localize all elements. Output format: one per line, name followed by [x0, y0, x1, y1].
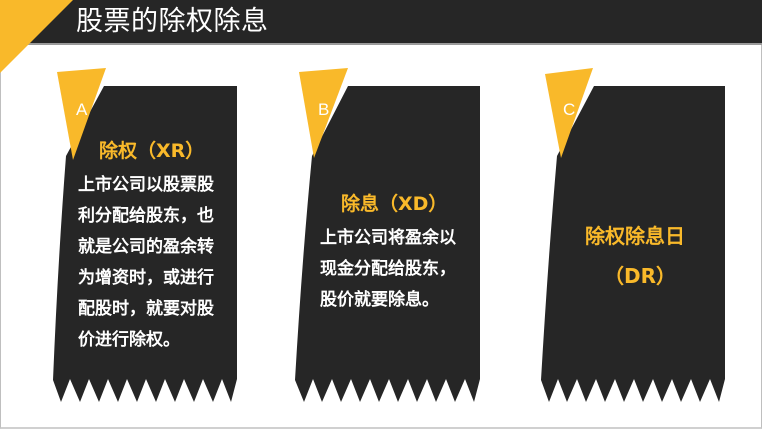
corner-accent-triangle — [0, 0, 73, 73]
tab-c-triangle — [545, 68, 593, 158]
page-title: 股票的除权除息 — [76, 6, 269, 37]
card-a-line: 就是公司的盈余转 — [78, 237, 214, 257]
card-c-heading-line-1: 除权除息日 — [585, 224, 685, 248]
card-c-heading-line-2: （DR） — [604, 264, 677, 288]
card-a-shape — [53, 68, 237, 402]
card-b-letter: B — [318, 100, 330, 119]
card-c-letter: C — [563, 100, 576, 119]
card-b-shape — [295, 68, 480, 402]
card-a-line: 为增资时，或进行 — [78, 268, 214, 288]
card-a-line: 上市公司以股票股 — [78, 175, 214, 195]
tab-a-triangle — [57, 68, 106, 160]
tab-b-triangle — [299, 68, 348, 158]
card-b-line: 现金分配给股东， — [320, 259, 456, 279]
card-a-heading: 除权（XR） — [99, 140, 205, 162]
card-a-line: 配股时，就要对股 — [78, 299, 214, 319]
card-b-body: 上市公司将盈余以 现金分配给股东， 股价就要除息。 — [320, 223, 456, 316]
header-bar: 股票的除权除息 — [0, 0, 762, 45]
card-a-body: 上市公司以股票股 利分配给股东，也 就是公司的盈余转 为增资时，或进行 配股时，… — [78, 170, 214, 356]
card-b-heading: 除息（XD） — [341, 193, 448, 215]
card-a-line: 利分配给股东，也 — [78, 206, 214, 226]
card-b-line: 股价就要除息。 — [320, 290, 439, 310]
card-c-shape — [541, 68, 725, 402]
card-a-letter: A — [76, 100, 88, 119]
card-a-line: 价进行除权。 — [78, 330, 180, 350]
card-b-line: 上市公司将盈余以 — [320, 228, 456, 248]
